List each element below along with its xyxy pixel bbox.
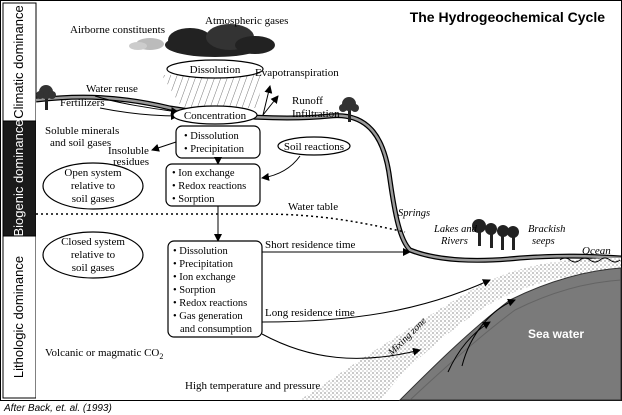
- rivers-label: Rivers: [440, 236, 468, 247]
- mixing-zone-area: [300, 258, 621, 400]
- soil-reactions-label: Soil reactions: [284, 141, 344, 153]
- diagram-title: The Hydrogeochemical Cycle: [410, 9, 606, 25]
- dissolution-oval-label: Dissolution: [190, 64, 241, 76]
- deep-flow-arrow: [261, 333, 421, 359]
- long-residence-arrow: [261, 279, 491, 323]
- box1-item: • Precipitation: [184, 144, 245, 155]
- water-reuse-label: Water reuse: [86, 83, 138, 95]
- box3-item: and consumption: [180, 324, 253, 335]
- closed-system-line: relative to: [71, 249, 116, 261]
- climatic-label: Climatic dominance: [11, 5, 26, 118]
- soil-gases-label: and soil gases: [50, 137, 111, 149]
- runoff-label: Runoff: [292, 95, 323, 107]
- seawater-arrow-2: [447, 321, 491, 373]
- box2-item: • Sorption: [172, 194, 215, 205]
- process-box-groundwater: [167, 240, 263, 338]
- rainfall: [162, 75, 262, 108]
- soluble-minerals-label: Soluble minerals: [45, 125, 119, 137]
- box3-item: • Sorption: [173, 285, 216, 296]
- open-system-line: Open system: [64, 167, 122, 179]
- citation: After Back, et. al. (1993): [3, 403, 112, 414]
- box2-item: • Redox reactions: [172, 181, 246, 192]
- infiltration-label: Infiltration: [292, 108, 340, 120]
- open-system-line: soil gases: [72, 193, 114, 205]
- soil-reactions-oval: [277, 136, 351, 156]
- climatic-band: [2, 2, 37, 122]
- box3-item: • Ion exchange: [173, 272, 236, 283]
- water-reuse-arrow: [94, 95, 179, 115]
- box3-item: • Precipitation: [173, 259, 234, 270]
- lakes-label: Lakes and: [433, 224, 478, 235]
- box1-item: • Dissolution: [184, 131, 239, 142]
- short-residence-label: Short residence time: [265, 239, 356, 251]
- evapotranspiration-label: Evapotranspiration: [255, 67, 339, 79]
- atmospheric-gases-label: Atmospheric gases: [205, 15, 288, 27]
- process-box-soil: [165, 163, 261, 207]
- dominance-column: Climatic dominance Biogenic dominance Li…: [2, 2, 37, 399]
- seeps-label: seeps: [532, 236, 555, 247]
- lithologic-label: Lithologic dominance: [11, 256, 26, 378]
- volcanic-label: Volcanic or magmatic CO2: [45, 347, 163, 361]
- springs-label: Springs: [398, 208, 430, 219]
- box2-item: • Ion exchange: [172, 168, 235, 179]
- fertilizers-label: Fertilizers: [60, 97, 105, 109]
- cloud: [129, 24, 275, 57]
- dissolution-oval: [166, 59, 264, 79]
- evapotranspiration-arrow: [262, 85, 273, 116]
- brackish-label: Brackish: [528, 224, 565, 235]
- tree-runoff: [339, 97, 359, 122]
- box3-item: • Dissolution: [173, 246, 228, 257]
- high-temperature-label: High temperature and pressure: [185, 380, 320, 392]
- water-table-line: [36, 213, 406, 233]
- trees-coast: [472, 219, 519, 250]
- open-system-line: relative to: [71, 180, 116, 192]
- box3-item: • Redox reactions: [173, 298, 247, 309]
- closed-system-oval: [42, 231, 144, 279]
- ocean-waves: [559, 257, 621, 263]
- box3-item: • Gas generation: [173, 311, 243, 322]
- surface-water-stream: [35, 95, 622, 262]
- long-residence-label: Long residence time: [265, 307, 355, 319]
- closed-system-line: soil gases: [72, 262, 114, 274]
- biogenic-band: [2, 120, 37, 237]
- biogenic-label: Biogenic dominance: [11, 119, 26, 236]
- sea-water-label: Sea water: [528, 327, 584, 341]
- insoluble-label: Insoluble: [108, 145, 149, 157]
- ocean-label: Ocean: [582, 245, 611, 257]
- closed-system-line: Closed system: [61, 236, 125, 248]
- concentration-oval: [172, 105, 258, 125]
- tree-left: [36, 85, 56, 110]
- residues-label: residues: [113, 156, 149, 168]
- open-system-oval: [42, 162, 144, 210]
- concentration-label: Concentration: [184, 110, 247, 122]
- water-table-label: Water table: [288, 201, 338, 213]
- airborne-constituents-label: Airborne constituents: [70, 24, 165, 36]
